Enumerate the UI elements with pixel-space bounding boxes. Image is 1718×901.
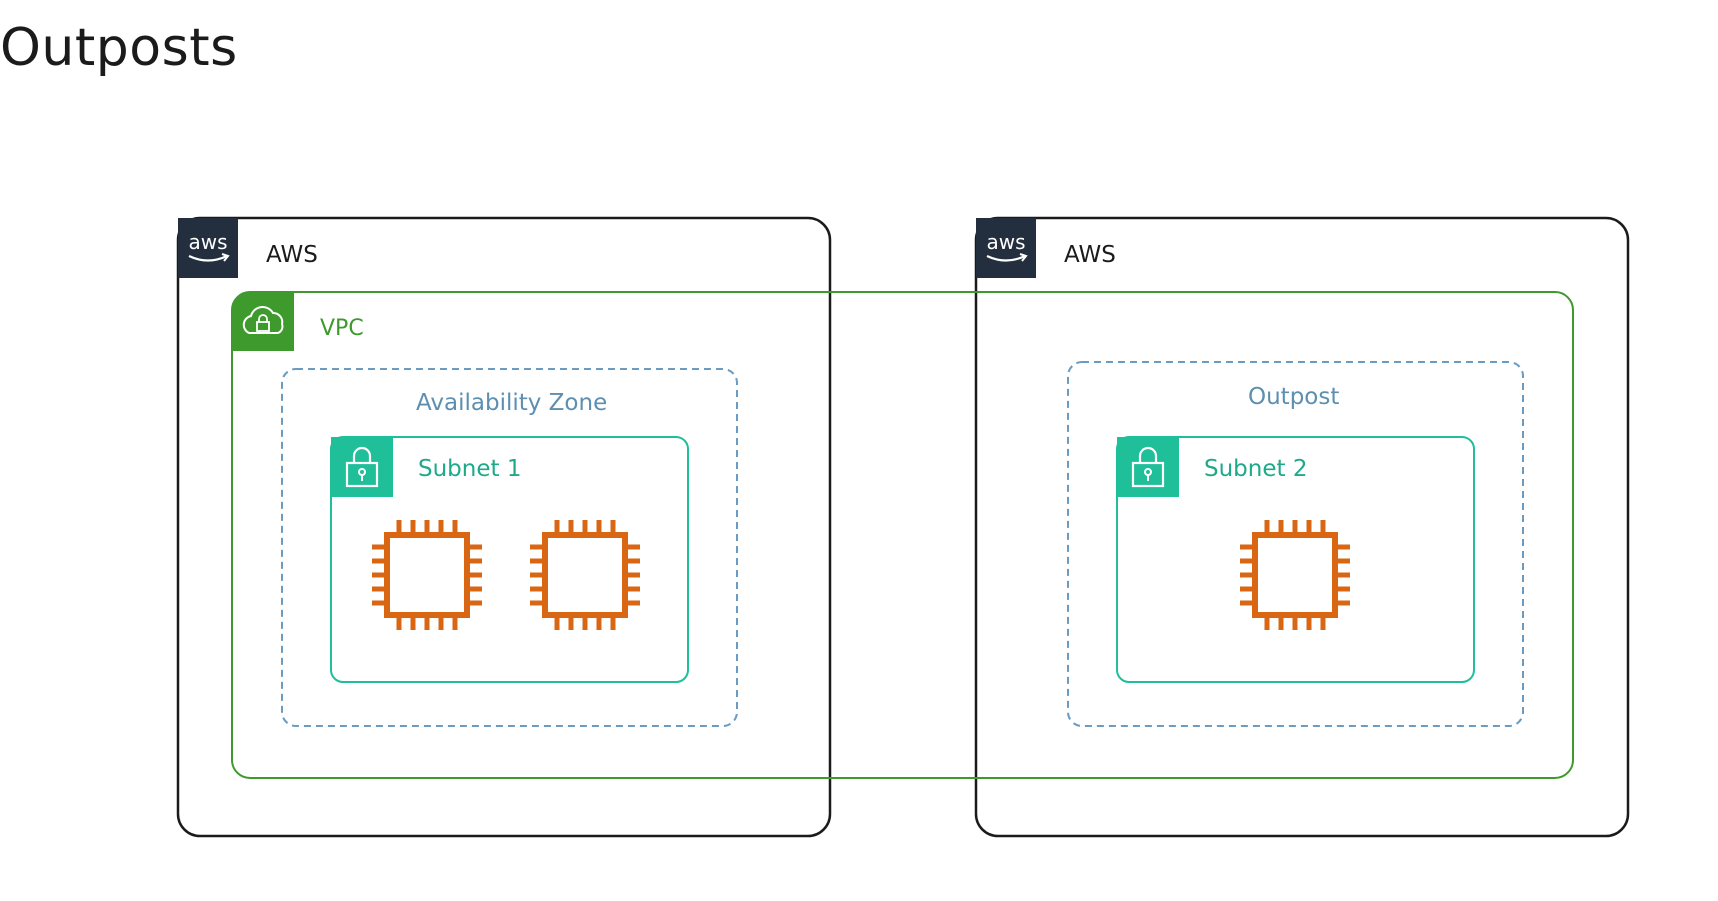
aws-logo-icon [974, 216, 1038, 280]
vpc-cloud-lock-icon [232, 292, 294, 351]
vpc-label: VPC [320, 316, 364, 341]
outpost-zone-box [1067, 361, 1524, 727]
ec2-instance-chip-icon [1240, 520, 1350, 630]
aws-region-box-1 [176, 216, 832, 838]
availability-zone-box [281, 368, 738, 727]
ec2-instance-chip-icon [530, 520, 640, 630]
aws-region-box-2 [974, 216, 1630, 838]
aws-region-label-1: AWS [266, 242, 318, 268]
subnet-2-box [1116, 436, 1475, 683]
availability-zone-label: Availability Zone [416, 390, 608, 416]
subnet-lock-icon [329, 435, 395, 499]
subnet-2-label: Subnet 2 [1204, 456, 1308, 482]
subnet-1-label: Subnet 1 [418, 456, 522, 482]
aws-logo-icon [176, 216, 240, 280]
page-title: Outposts [0, 18, 238, 78]
ec2-instance-chip-icon [372, 520, 482, 630]
subnet-lock-icon [1115, 435, 1181, 499]
subnet-1-box [330, 436, 689, 683]
aws-region-label-2: AWS [1064, 242, 1116, 268]
vpc-box [231, 291, 1574, 779]
outpost-label: Outpost [1248, 384, 1340, 410]
